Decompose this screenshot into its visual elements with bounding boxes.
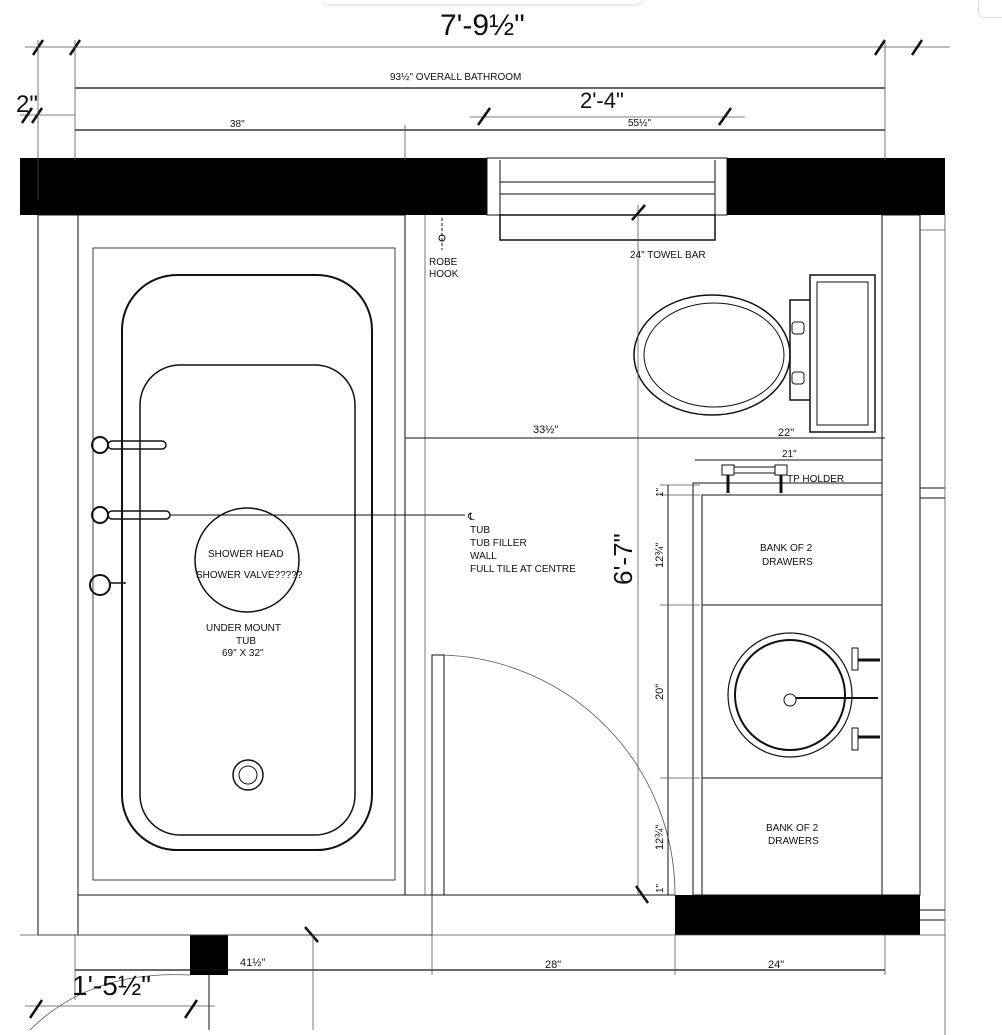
- vanity-depth-label: 22": [778, 427, 794, 439]
- towel-bar-label: 24" TOWEL BAR: [630, 250, 706, 261]
- centreline-symbol: ℄: [467, 512, 475, 523]
- tub-label-1: UNDER MOUNT: [206, 623, 281, 634]
- vanity-dim-label: 24": [768, 959, 784, 971]
- robe-hook-icon: [438, 218, 446, 250]
- tub-zone-width-label: 38": [230, 119, 245, 130]
- faucet-icons: [89, 436, 171, 596]
- robe-hook-label-2: HOOK: [429, 269, 459, 280]
- top-popup-edge: [322, 0, 642, 4]
- drawers-top-label-1: BANK OF 2: [760, 543, 813, 554]
- window-offset-label: 55½": [628, 118, 651, 129]
- top-wall: [20, 157, 945, 216]
- centre-note-1: TUB: [470, 525, 490, 536]
- toilet-centre-label: 33½": [533, 424, 558, 436]
- right-wall: [881, 214, 921, 896]
- column-block: [190, 935, 228, 975]
- left-wall: [37, 214, 79, 936]
- shower-head-circle: [194, 507, 300, 613]
- bottom-wall: [77, 894, 433, 936]
- centre-note-2: TUB FILLER: [470, 538, 527, 549]
- sink-basin: [727, 632, 853, 758]
- side-panel-tab[interactable]: [978, 0, 1002, 18]
- door-opening-dim-label: 28": [545, 959, 561, 971]
- drawers-bottom-label-1: BANK OF 2: [766, 823, 819, 834]
- bottom-wall-solid: [675, 895, 920, 935]
- centre-note-4: FULL TILE AT CENTRE: [470, 564, 576, 575]
- vanity: [692, 482, 883, 896]
- toilet: [633, 274, 876, 433]
- door-swing: [431, 654, 676, 896]
- shower-head-label: SHOWER HEAD: [208, 549, 284, 560]
- drawers-top-label-2: DRAWERS: [762, 557, 813, 568]
- tub-to-door-dim-label: 41½": [240, 957, 265, 969]
- drawers-bottom-label-2: DRAWERS: [768, 836, 819, 847]
- tp-holder-icon: [721, 464, 788, 493]
- dimension-lines: [20, 39, 950, 1035]
- vanity-dim-sink: 20": [654, 684, 666, 700]
- tub-label-2: TUB: [236, 636, 256, 647]
- vanity-dim-top-drawer: 12¾": [654, 543, 666, 568]
- left-wall-dim-label: 1'-5½": [72, 970, 151, 1001]
- shower-valve-label: SHOWER VALVE?????: [196, 570, 303, 581]
- overall-bathroom-label: 93½" OVERALL BATHROOM: [390, 72, 521, 83]
- window: [499, 214, 716, 241]
- vanity-dim-bottom-drawer: 12¾": [654, 825, 666, 850]
- robe-hook-label-1: ROBE: [429, 257, 458, 268]
- bathtub: [121, 274, 373, 851]
- overall-width-label: 7'-9½": [440, 9, 525, 42]
- window-width-label: 2'-4": [580, 88, 624, 113]
- tub-drain-icon: [232, 759, 264, 791]
- tp-offset-label: 21": [782, 449, 797, 460]
- left-offset-label: 2": [16, 91, 38, 118]
- vanity-dim-top-gap: 1": [655, 487, 666, 497]
- tp-holder-label: TP HOLDER: [787, 474, 844, 485]
- room-depth-label: 6'-7": [608, 533, 638, 585]
- centre-note-3: WALL: [470, 551, 497, 562]
- vanity-dim-bottom-gap: 1": [655, 883, 666, 893]
- tub-label-3: 69" X 32": [222, 648, 264, 659]
